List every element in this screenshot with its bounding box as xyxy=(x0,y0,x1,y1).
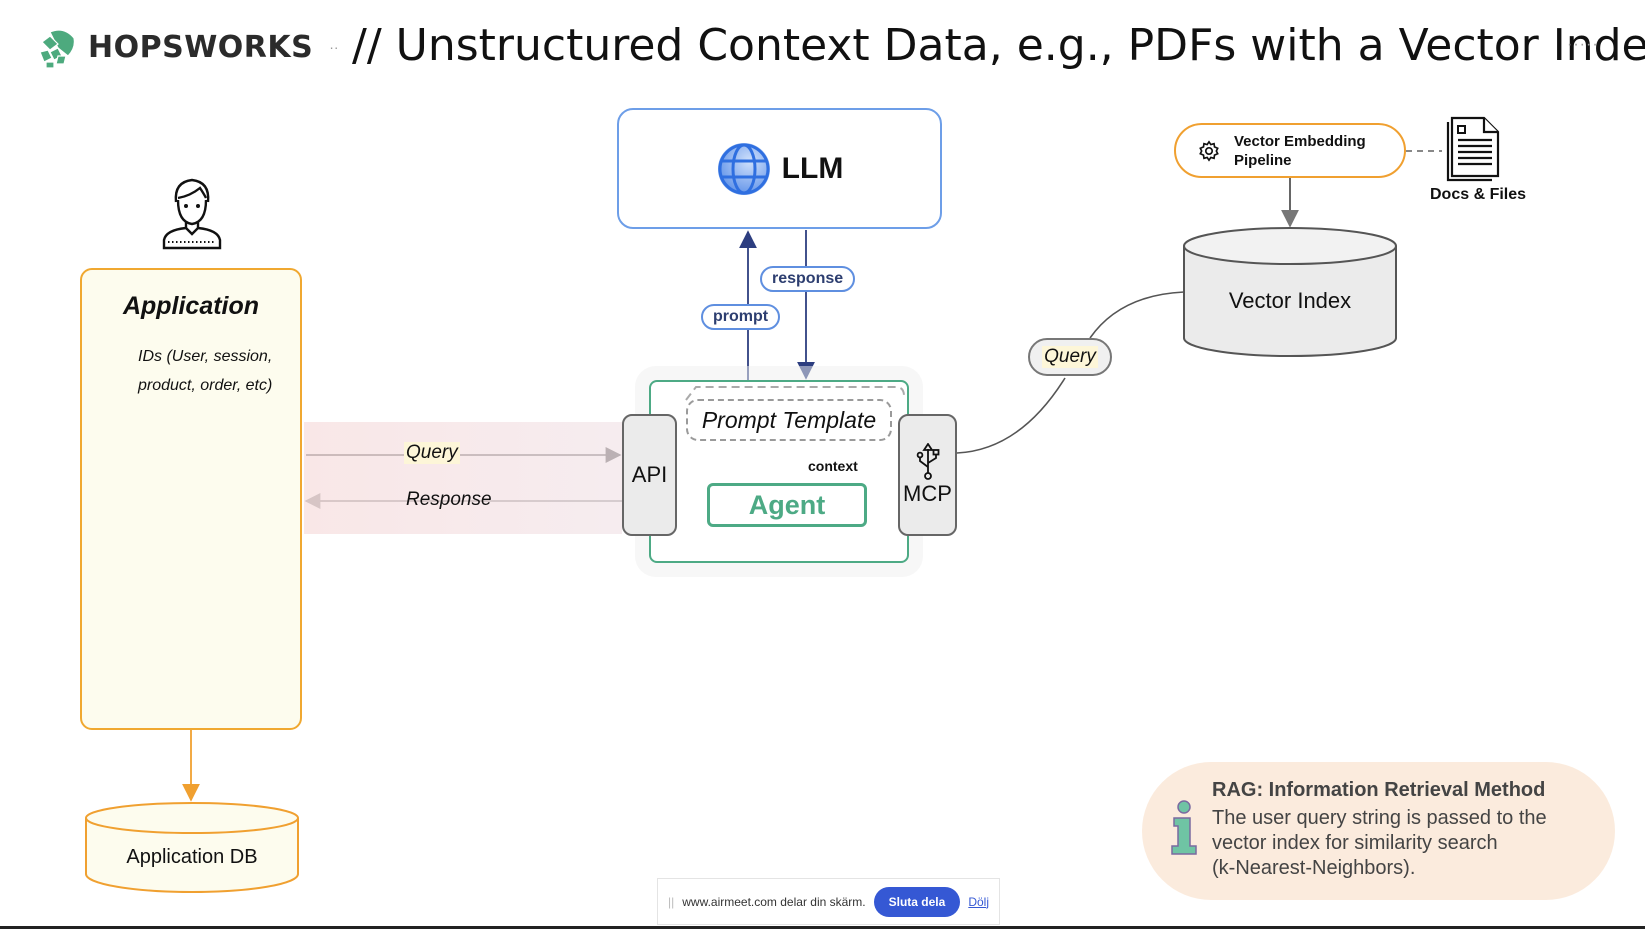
rag-note-background xyxy=(1142,762,1615,900)
share-message: www.airmeet.com delar din skärm. xyxy=(682,894,866,909)
info-icon xyxy=(1171,800,1197,855)
document-icon[interactable] xyxy=(1446,116,1502,182)
prompt-pill: prompt xyxy=(701,304,781,330)
rag-note-line: vector index for similarity search xyxy=(1212,832,1498,854)
vector-query-pill: Query xyxy=(1028,338,1112,376)
application-title: Application xyxy=(122,292,260,320)
agent-box[interactable]: Agent xyxy=(707,483,867,527)
hide-link[interactable]: Dölj xyxy=(968,894,989,909)
vector-query-label: Query xyxy=(1042,346,1098,368)
llm-box[interactable]: LLM xyxy=(617,108,942,229)
response-pill: response xyxy=(760,266,856,292)
brand-dots: ·· xyxy=(329,39,339,55)
context-label: context xyxy=(808,458,858,474)
gear-icon xyxy=(1199,139,1219,162)
response-flow-label: Response xyxy=(406,489,492,510)
vector-index-label: Vector Index xyxy=(1228,288,1352,313)
vector-index-cylinder xyxy=(1183,227,1397,357)
api-box[interactable]: API xyxy=(622,414,677,536)
pipeline-label: Vector Embedding Pipeline xyxy=(1234,132,1366,170)
mcp-to-vector-curve xyxy=(956,291,1185,454)
rag-note-line: (k-Nearest-Neighbors). xyxy=(1212,857,1416,879)
screen-share-bar: || www.airmeet.com delar din skärm. Slut… xyxy=(657,878,1000,925)
application-description: IDs (User, session, product, order, etc) xyxy=(138,342,272,400)
rag-note-title: RAG: Information Retrieval Method xyxy=(1212,779,1546,801)
application-desc-line: IDs (User, session, xyxy=(138,348,273,365)
prompt-template-shadow-border xyxy=(685,386,905,401)
slide-title: // Unstructured Context Data, e.g., PDFs… xyxy=(352,20,1645,71)
user-icon xyxy=(162,178,222,250)
request-channel xyxy=(304,422,622,534)
pipeline-label-line: Vector Embedding xyxy=(1234,132,1366,150)
query-flow-label: Query xyxy=(404,442,460,464)
hop-leaf-icon xyxy=(39,29,75,68)
rag-note-body: The user query string is passed to the v… xyxy=(1212,806,1602,881)
globe-icon xyxy=(717,142,770,195)
usb-icon xyxy=(916,443,939,480)
drag-handle[interactable]: || xyxy=(668,894,675,909)
llm-label: LLM xyxy=(781,151,844,185)
stop-sharing-button[interactable]: Sluta dela xyxy=(873,886,961,917)
docs-files-label: Docs & Files xyxy=(1430,186,1527,203)
api-label: API xyxy=(631,462,668,487)
application-desc-line: product, order, etc) xyxy=(138,377,273,394)
vector-embedding-pipeline[interactable]: Vector Embedding Pipeline xyxy=(1174,123,1406,178)
prompt-template-box[interactable]: Prompt Template xyxy=(686,399,892,441)
mcp-label: MCP xyxy=(903,481,952,506)
brand-name: HOPSWORKS xyxy=(88,29,314,65)
application-db-label: Application DB xyxy=(126,846,258,868)
taskbar-edge xyxy=(0,926,1645,929)
application-box[interactable]: Application IDs (User, session, product,… xyxy=(80,268,302,730)
more-menu-icon[interactable]: ····· xyxy=(1567,36,1599,53)
rag-note-line: The user query string is passed to the xyxy=(1212,807,1547,829)
app-db-cylinder xyxy=(85,802,299,893)
mcp-box[interactable]: MCP xyxy=(898,414,957,536)
pipeline-label-line: Pipeline xyxy=(1234,151,1292,169)
hopsworks-logo: HOPSWORKS ·· xyxy=(36,26,339,68)
